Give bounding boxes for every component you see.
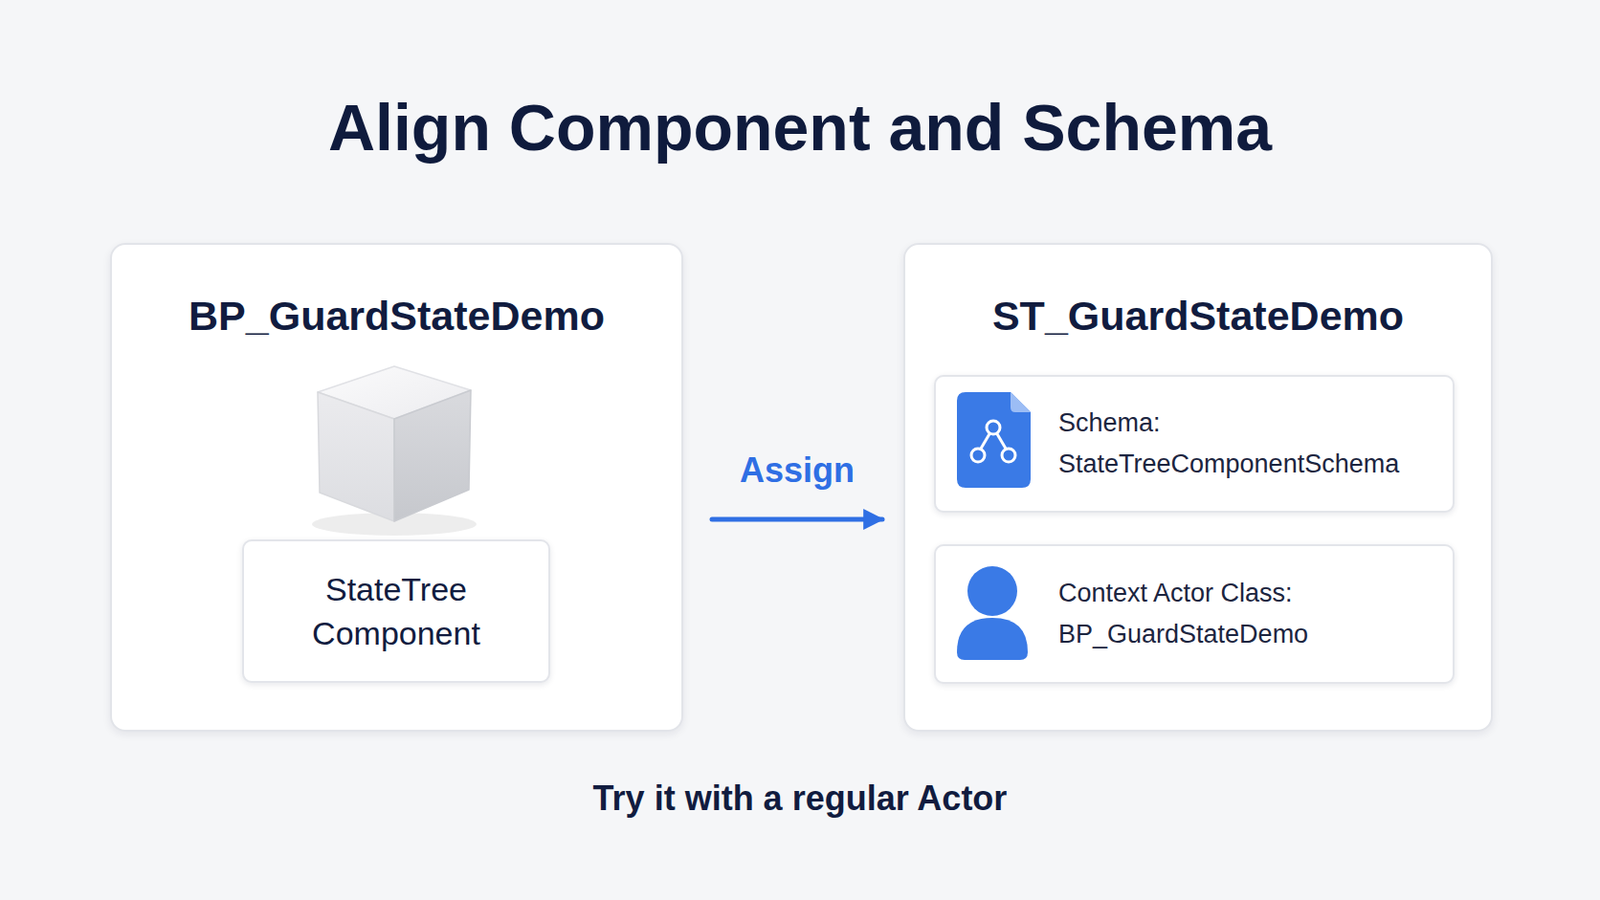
property-box: Schema:StateTreeComponentSchema xyxy=(933,375,1455,513)
assign-arrow xyxy=(711,517,883,523)
component-label: StateTree Component xyxy=(263,567,530,656)
diagram-title: Align Component and Schema xyxy=(0,88,1600,167)
edge-label: Assign xyxy=(739,449,855,492)
component-box: StateTree Component xyxy=(242,539,551,684)
property-box: Context Actor Class:BP_GuardStateDemo xyxy=(933,544,1455,685)
property-text: Context Actor Class: xyxy=(1058,573,1293,615)
property-text: Schema: xyxy=(1058,402,1161,445)
property-text: StateTreeComponentSchema xyxy=(1058,444,1400,486)
diagram-caption: Try it with a regular Actor xyxy=(0,777,1600,822)
property-text: BP_GuardStateDemo xyxy=(1058,614,1309,656)
panel-title: ST_GuardStateDemo xyxy=(905,290,1491,341)
panel-title: BP_GuardStateDemo xyxy=(111,290,682,341)
panel-box: ST_GuardStateDemoSchema:StateTreeCompone… xyxy=(903,243,1493,733)
panel-box: BP_GuardStateDemoStateTree Component xyxy=(110,243,684,733)
